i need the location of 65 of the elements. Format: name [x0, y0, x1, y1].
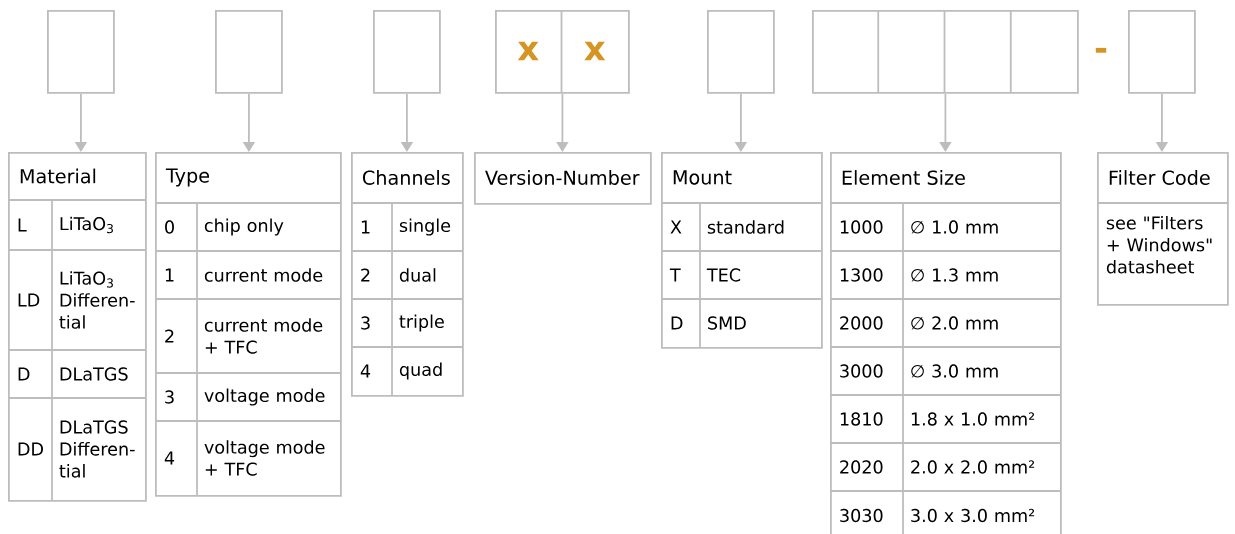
option-description: LiTaO$_{3}$	[60, 216, 113, 234]
option-code: 2000	[840, 316, 883, 330]
option-code: 2	[361, 268, 370, 282]
option-code: 2020	[840, 460, 883, 474]
option-code: 4	[164, 451, 175, 465]
option-code: 1	[165, 268, 174, 282]
option-description: dual	[399, 268, 436, 282]
option-description: voltage mode + TFC	[204, 440, 325, 476]
note-text: see "Filters + Windows" datasheet	[1106, 215, 1212, 274]
option-code: 3000	[840, 364, 883, 378]
code-box	[215, 10, 283, 94]
option-description: SMD	[708, 316, 746, 330]
option-code: D	[671, 316, 683, 330]
option-description: triple	[399, 314, 444, 332]
option-description: ∅ 3.0 mm	[911, 364, 998, 378]
option-code: 1000	[840, 220, 883, 234]
option-code: 0	[165, 220, 174, 234]
code-box	[707, 10, 775, 94]
code-box	[47, 10, 115, 94]
option-code: L	[18, 218, 27, 232]
option-description: single	[399, 218, 451, 236]
arrow	[939, 92, 952, 152]
option-description: DLaTGS	[60, 367, 128, 381]
option-code: D	[18, 367, 30, 381]
placeholder-letter: x	[584, 41, 606, 61]
option-description: LiTaO$_{3}$ Differen- tial	[59, 271, 135, 329]
option-code: 1	[361, 220, 370, 234]
option-code: X	[670, 220, 682, 234]
option-code: 3	[165, 390, 174, 404]
table-heading: Element Size	[842, 170, 965, 185]
placeholder-letter: x	[517, 41, 539, 61]
table-heading: Filter Code	[1109, 170, 1210, 185]
arrow	[556, 92, 569, 152]
option-code: 3	[361, 316, 370, 330]
table-heading: Version-Number	[485, 170, 640, 185]
separator-dash: -	[1095, 47, 1107, 53]
option-description: TEC	[706, 268, 741, 282]
option-description: standard	[707, 220, 784, 234]
option-description: quad	[399, 362, 442, 380]
option-description: voltage mode	[204, 388, 325, 406]
table-heading: Mount	[673, 170, 732, 185]
code-box	[812, 9, 1079, 94]
code-box	[373, 10, 441, 94]
code-box	[1128, 10, 1196, 94]
option-code: LD	[18, 293, 40, 307]
option-code: T	[669, 268, 681, 282]
option-description: ∅ 2.0 mm	[911, 316, 998, 330]
option-description: 2.0 x 2.0 mm²	[911, 460, 1035, 474]
table-heading: Type	[165, 168, 209, 187]
option-description: ∅ 1.3 mm	[911, 268, 998, 282]
option-code: 1810	[840, 412, 883, 426]
option-code: DD	[18, 442, 43, 456]
option-description: ∅ 1.0 mm	[911, 220, 998, 234]
option-description: 3.0 x 3.0 mm²	[911, 508, 1035, 523]
option-code: 3030	[840, 508, 883, 523]
table-heading: Material	[20, 168, 96, 184]
option-description: 1.8 x 1.0 mm²	[911, 412, 1035, 426]
option-description: DLaTGS Differen- tial	[59, 420, 135, 478]
option-description: current mode + TFC	[204, 318, 323, 354]
table-heading: Channels	[363, 170, 450, 185]
option-code: 4	[360, 364, 371, 378]
option-description: chip only	[204, 218, 284, 236]
option-code: 2	[165, 329, 174, 343]
option-description: current mode	[204, 268, 323, 282]
option-code: 1300	[840, 268, 883, 282]
